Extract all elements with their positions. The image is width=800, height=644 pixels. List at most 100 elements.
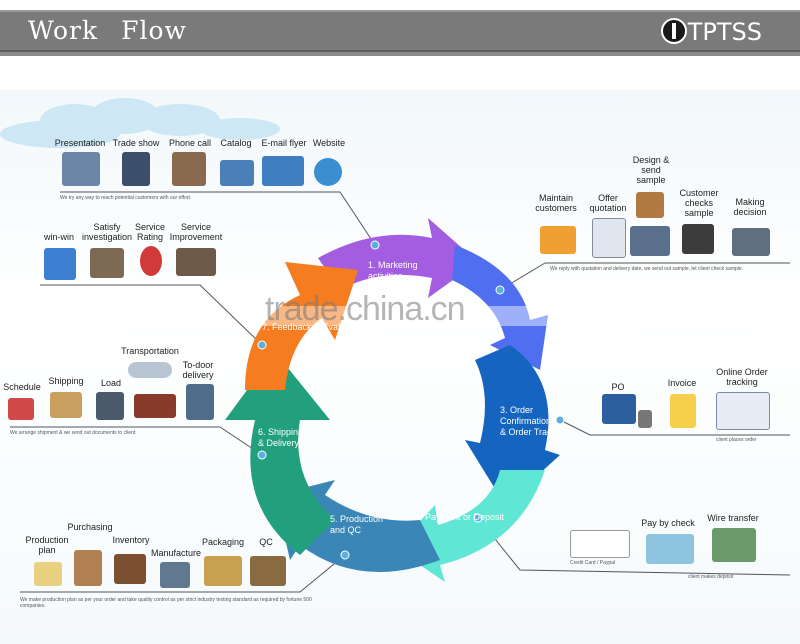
header-bar: Work Flow TPTSS bbox=[0, 10, 800, 52]
website-icon bbox=[314, 158, 342, 186]
email-flyer-icon bbox=[262, 156, 304, 186]
presentation-icon bbox=[62, 152, 100, 186]
decision-icon bbox=[732, 228, 770, 256]
label-schedule: Schedule bbox=[3, 382, 41, 392]
label-trade-show: Trade show bbox=[112, 138, 160, 148]
inventory-icon bbox=[114, 554, 146, 584]
watermark-band bbox=[250, 306, 550, 326]
label-wire-transfer: Wire transfer bbox=[707, 513, 759, 523]
rating-badge-icon bbox=[140, 246, 162, 276]
packaging-icon bbox=[204, 556, 242, 586]
label-service-rating: Service Rating bbox=[134, 222, 165, 242]
label-customer-checks-sample: Customer checks sample bbox=[679, 188, 719, 218]
connector-line bbox=[60, 191, 376, 246]
trade-show-icon bbox=[122, 152, 150, 186]
label-making-decision: Making decision bbox=[733, 197, 767, 217]
cycle-arrow-marketing bbox=[318, 218, 478, 298]
cloud-icon bbox=[200, 118, 280, 140]
label-packaging: Packaging bbox=[201, 537, 245, 547]
cycle-label-line: & Order Tracking bbox=[500, 427, 568, 437]
cycle-label-line: activities bbox=[368, 271, 403, 281]
shipping-truck-icon bbox=[50, 392, 82, 418]
caption-marketing: We try any way to reach potential custom… bbox=[60, 195, 192, 201]
label-purchasing: Purchasing bbox=[67, 522, 113, 532]
cycle-arrow-order bbox=[465, 345, 560, 505]
label-shipping: Shipping bbox=[48, 376, 84, 386]
label-invoice: Invoice bbox=[667, 378, 697, 388]
node-dot bbox=[340, 550, 350, 560]
cycle-label-shipping: 6. Shipping& Delivery bbox=[258, 427, 303, 448]
label-pay-by-check: Pay by check bbox=[641, 518, 695, 528]
label-qc: QC bbox=[259, 537, 273, 547]
brand-name: TPTSS bbox=[687, 18, 762, 46]
label-service-improvement: Service Improvement bbox=[169, 222, 223, 242]
label-win-win: win-win bbox=[43, 232, 74, 242]
brand-circle-icon bbox=[660, 18, 687, 44]
label-phone-call: Phone call bbox=[168, 138, 212, 148]
node-dot bbox=[495, 285, 505, 295]
cycle-arrow-shipping bbox=[225, 352, 335, 555]
watermark-text: trade.china.cn bbox=[265, 290, 466, 328]
calculator-icon bbox=[638, 410, 652, 428]
connector-line bbox=[559, 419, 790, 436]
label-presentation: Presentation bbox=[54, 138, 106, 148]
catalog-icon bbox=[220, 160, 254, 186]
invoice-icon bbox=[670, 394, 696, 428]
cycle-label-line: 3. Order bbox=[500, 405, 533, 415]
header-rule bbox=[0, 52, 800, 56]
node-dot bbox=[555, 415, 565, 425]
caption-confirmation: We reply with quotation and delivery dat… bbox=[550, 266, 744, 272]
ship-icon bbox=[134, 394, 176, 418]
label-email-flyer: E-mail flyer bbox=[261, 138, 307, 148]
wire-transfer-icon bbox=[712, 528, 756, 562]
cycle-label-line: 4. Payment or Deposit bbox=[415, 512, 505, 522]
sample-box-icon bbox=[636, 192, 664, 218]
load-icon bbox=[96, 392, 124, 420]
delivery-person-icon bbox=[186, 384, 214, 420]
caption-order: client places order bbox=[716, 437, 757, 443]
label-po: PO bbox=[611, 382, 625, 392]
node-dot bbox=[257, 450, 267, 460]
win-win-icon bbox=[44, 248, 76, 280]
check-sample-icon bbox=[682, 224, 714, 254]
phone-call-icon bbox=[172, 152, 206, 186]
caption-shipping: We arrange shipment & we send out docume… bbox=[10, 430, 137, 436]
cycle-label-line: 5. Production bbox=[330, 514, 383, 524]
cycle-arrow-feedback bbox=[245, 262, 358, 390]
label-manufacture: Manufacture bbox=[150, 548, 202, 558]
label-catalog: Catalog bbox=[220, 138, 252, 148]
cycle-label-line: Confirmation bbox=[500, 416, 551, 426]
label-online-order-tracking: Online Order tracking bbox=[716, 367, 768, 387]
cycle-label-line: 1. Marketing bbox=[368, 260, 418, 270]
cycle-label-feedback: 7. Feedback & Evaluation bbox=[262, 322, 365, 332]
production-plan-icon bbox=[34, 562, 62, 586]
schedule-icon bbox=[8, 398, 34, 420]
label-satisfy-investigation: Satisfy investigation bbox=[81, 222, 133, 242]
improvement-icon bbox=[176, 248, 216, 276]
quotation-icon bbox=[592, 218, 626, 258]
po-computer-icon bbox=[602, 394, 636, 424]
label-inventory: Inventory bbox=[112, 535, 150, 545]
cycle-label-payment: 4. Payment or Deposit bbox=[415, 512, 505, 522]
check-icon bbox=[646, 534, 694, 564]
cycle-label-line: & Delivery bbox=[258, 438, 300, 448]
node-dot bbox=[257, 340, 267, 350]
brand-logo: TPTSS bbox=[660, 18, 762, 46]
cycle-label-line: and QC bbox=[330, 525, 362, 535]
node-dot bbox=[370, 240, 380, 250]
node-dot bbox=[473, 513, 483, 523]
design-icon bbox=[630, 226, 670, 256]
qc-icon bbox=[250, 556, 286, 586]
cycle-arrow-confirmation bbox=[452, 245, 548, 370]
order-tracking-icon bbox=[716, 392, 770, 430]
label-website: Website bbox=[312, 138, 346, 148]
investigation-icon bbox=[90, 248, 124, 278]
customers-icon bbox=[540, 226, 576, 254]
label-maintain-customers: Maintain customers bbox=[535, 193, 577, 213]
connector-line bbox=[20, 554, 346, 593]
label-offer-quotation: Offer quotation bbox=[589, 193, 627, 213]
